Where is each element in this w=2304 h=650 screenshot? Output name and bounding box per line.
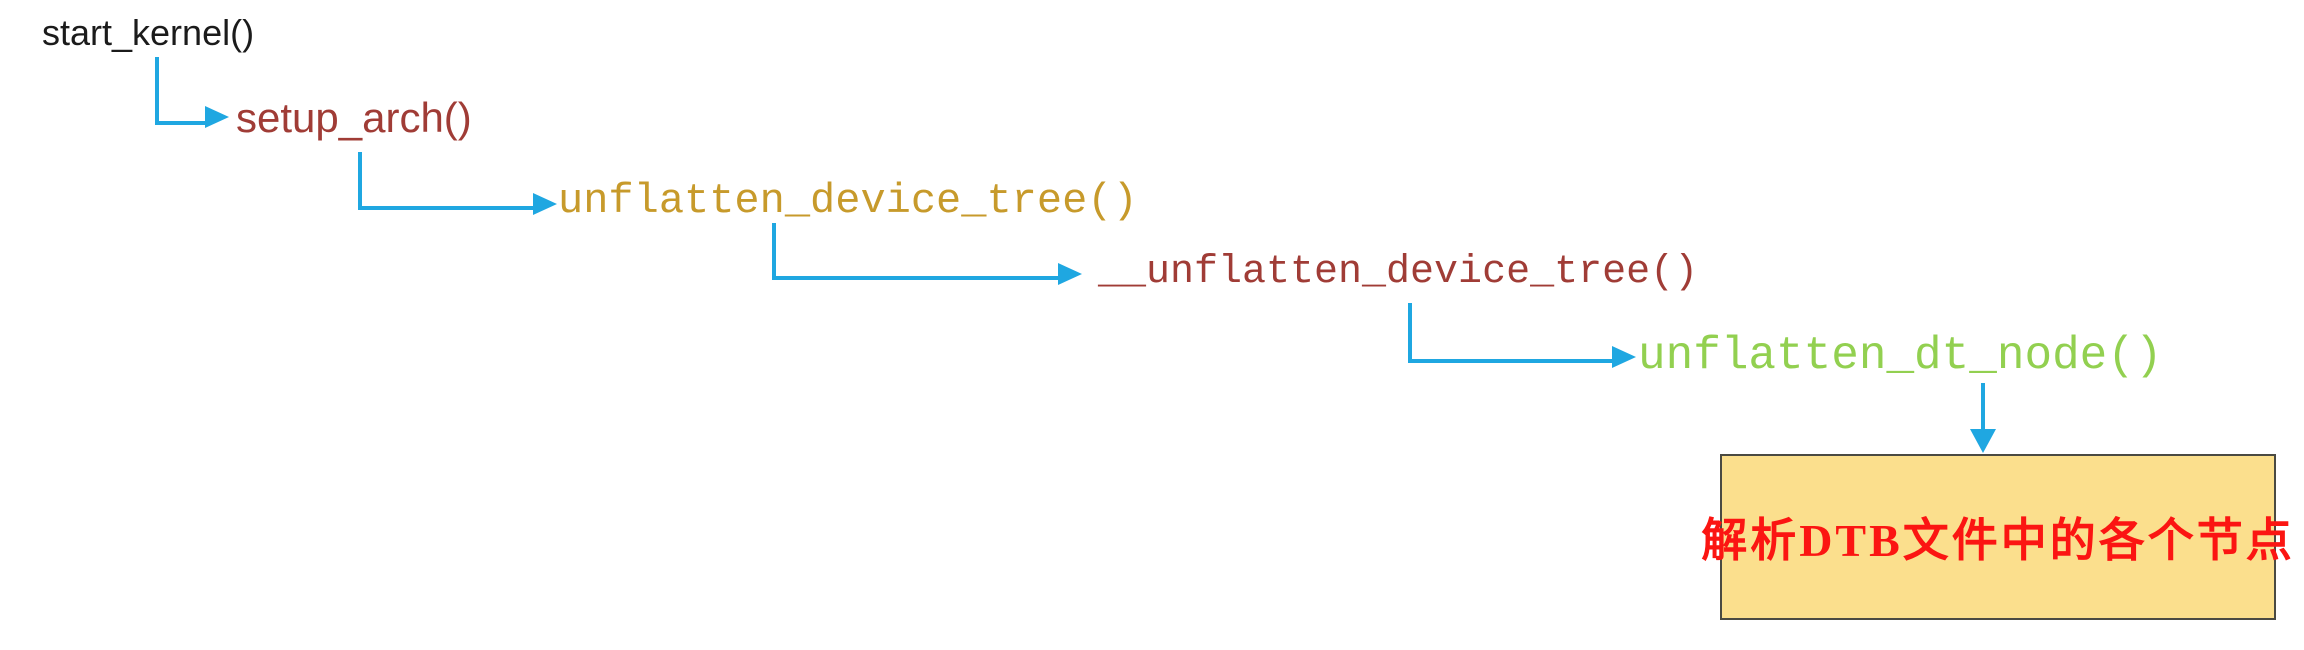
arrow-line: [358, 152, 537, 210]
arrow-line: [1408, 303, 1616, 363]
function-label-unflatten-device-tree: unflatten_device_tree(): [558, 177, 1138, 225]
function-label-double-underscore-unflatten-device-tree: __unflatten_device_tree(): [1098, 250, 1699, 295]
note-text: 解析DTB文件中的各个节点: [1701, 515, 2295, 566]
arrow-line: [772, 223, 1062, 280]
function-label-start-kernel: start_kernel(): [42, 12, 255, 53]
arrowhead-right-icon: [1612, 346, 1636, 368]
function-label-unflatten-dt-node: unflatten_dt_node(): [1638, 330, 2163, 382]
function-label-setup-arch: setup_arch(): [236, 94, 472, 141]
arrowhead-down-icon: [1970, 429, 1996, 453]
arrow-line: [155, 57, 209, 125]
note-box: 解析DTB文件中的各个节点: [1701, 454, 2292, 620]
arrowhead-right-icon: [533, 193, 557, 215]
arrow-line: [1981, 383, 1985, 431]
arrowhead-right-icon: [205, 106, 229, 128]
arrowhead-right-icon: [1058, 263, 1082, 285]
